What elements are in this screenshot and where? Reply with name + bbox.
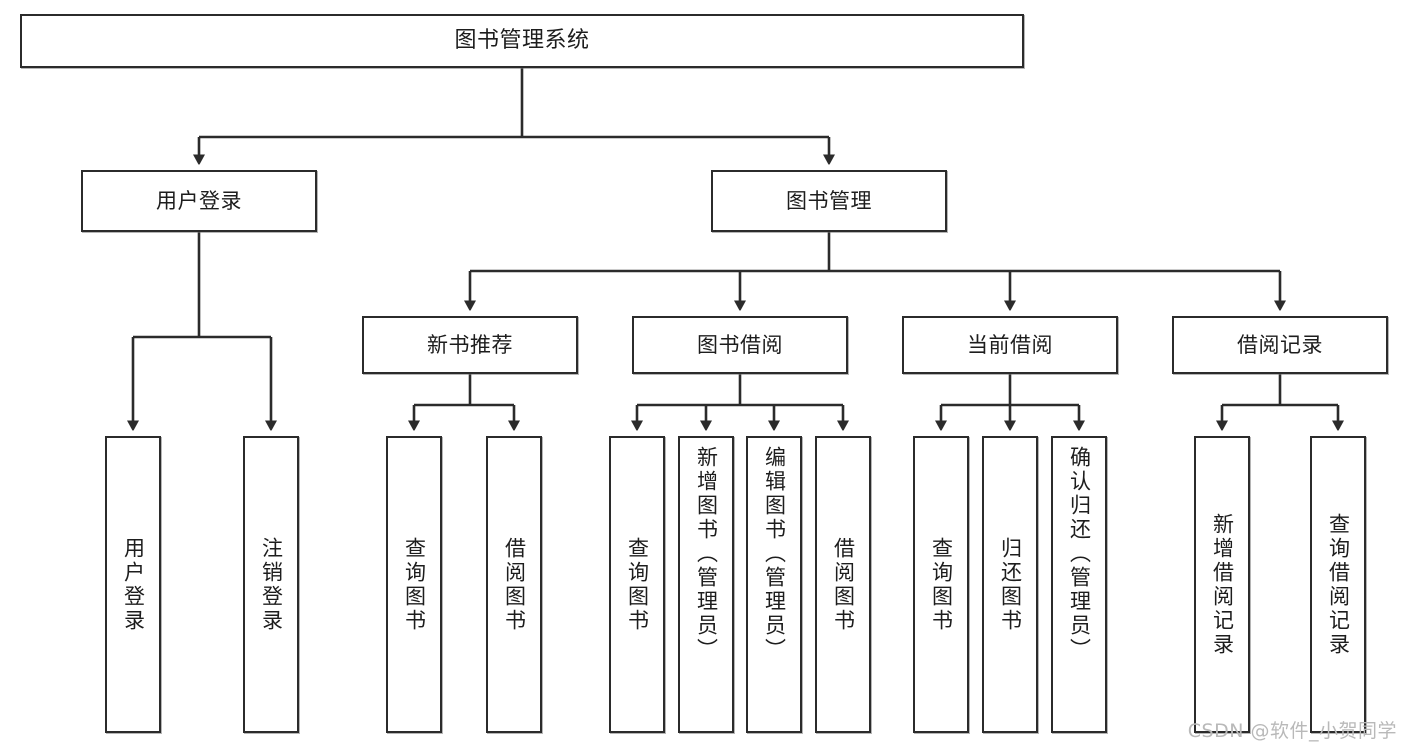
node-label: 用户登录 xyxy=(121,536,146,633)
node-label: 借阅图书 xyxy=(502,536,527,633)
node-label: 查询图书 xyxy=(625,536,650,633)
node-label: 查询图书 xyxy=(402,536,427,633)
node-leaf-user-login[interactable]: 用户登录 xyxy=(105,436,161,733)
node-current-borrow[interactable]: 当前借阅 xyxy=(902,316,1118,374)
node-leaf-borrow-book[interactable]: 借阅图书 xyxy=(815,436,871,733)
csdn-watermark: CSDN @软件_小贺同学 xyxy=(1187,720,1397,742)
node-label: 查询借阅记录 xyxy=(1326,512,1351,657)
node-label: 新增图书（管理员） xyxy=(694,446,719,662)
node-label: 新增借阅记录 xyxy=(1210,512,1235,657)
node-label: 借阅记录 xyxy=(1237,332,1323,357)
node-leaf-borrow-book-recommend[interactable]: 借阅图书 xyxy=(486,436,542,733)
node-label: 编辑图书（管理员） xyxy=(762,446,787,662)
node-label: 注销登录 xyxy=(259,536,284,633)
node-label: 新书推荐 xyxy=(427,332,513,357)
node-label: 查询图书 xyxy=(929,536,954,633)
node-root-book-management-system[interactable]: 图书管理系统 xyxy=(20,14,1024,68)
node-leaf-add-book-admin[interactable]: 新增图书（管理员） xyxy=(678,436,734,733)
node-borrow-record[interactable]: 借阅记录 xyxy=(1172,316,1388,374)
node-leaf-query-borrow-record[interactable]: 查询借阅记录 xyxy=(1310,436,1366,733)
node-label: 当前借阅 xyxy=(967,332,1053,357)
node-leaf-query-book-recommend[interactable]: 查询图书 xyxy=(386,436,442,733)
node-label: 图书管理 xyxy=(786,188,872,213)
node-leaf-add-borrow-record[interactable]: 新增借阅记录 xyxy=(1194,436,1250,733)
node-book-management[interactable]: 图书管理 xyxy=(711,170,947,232)
node-label: 图书管理系统 xyxy=(454,28,590,54)
node-label: 图书借阅 xyxy=(697,332,783,357)
node-user-login[interactable]: 用户登录 xyxy=(81,170,317,232)
node-leaf-query-book-current[interactable]: 查询图书 xyxy=(913,436,969,733)
node-leaf-edit-book-admin[interactable]: 编辑图书（管理员） xyxy=(746,436,802,733)
node-leaf-return-book[interactable]: 归还图书 xyxy=(982,436,1038,733)
node-new-book-recommend[interactable]: 新书推荐 xyxy=(362,316,578,374)
node-label: 用户登录 xyxy=(156,188,242,213)
node-leaf-confirm-return-admin[interactable]: 确认归还（管理员） xyxy=(1051,436,1107,733)
node-leaf-query-book-borrow[interactable]: 查询图书 xyxy=(609,436,665,733)
node-label: 借阅图书 xyxy=(831,536,856,633)
node-label: 归还图书 xyxy=(998,536,1023,633)
node-leaf-user-logout[interactable]: 注销登录 xyxy=(243,436,299,733)
node-book-borrow[interactable]: 图书借阅 xyxy=(632,316,848,374)
node-label: 确认归还（管理员） xyxy=(1067,446,1092,662)
